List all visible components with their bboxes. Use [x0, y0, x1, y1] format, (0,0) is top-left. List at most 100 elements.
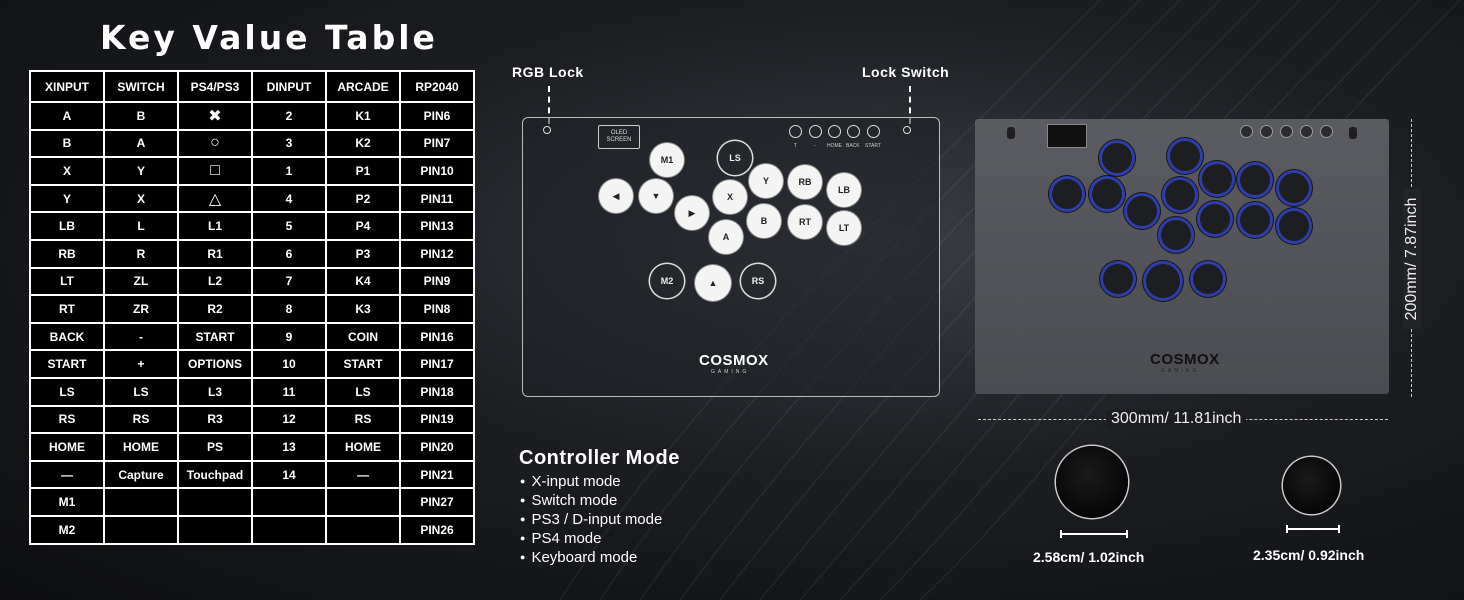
- table-cell: -: [103, 321, 179, 352]
- button-up: ▲: [695, 265, 731, 301]
- table-cell: 11: [251, 376, 327, 407]
- table-cell: 3: [251, 128, 327, 159]
- mode-item: Keyboard mode: [520, 549, 662, 568]
- table-cell: P3: [325, 238, 401, 269]
- top-label: BACK: [846, 143, 860, 149]
- table-cell: LS: [325, 376, 401, 407]
- column-header: XINPUT: [29, 70, 105, 103]
- top-button-home: [828, 125, 841, 138]
- table-cell: PIN6: [399, 101, 475, 131]
- table-cell: B: [103, 101, 179, 131]
- top-button-2: [809, 125, 822, 138]
- table-cell: START: [177, 321, 253, 352]
- table-cell: [177, 487, 253, 517]
- table-cell: M1: [29, 487, 105, 517]
- key-value-table: XINPUT SWITCH PS4/PS3 DINPUT ARCADE RP20…: [29, 70, 475, 545]
- table-cell: P1: [325, 156, 401, 186]
- table-cell: L2: [177, 266, 253, 297]
- photo-button-m2: [1103, 264, 1133, 294]
- photo-button-a: [1161, 220, 1191, 250]
- table-cell: X: [29, 156, 105, 186]
- table-cell: 10: [251, 349, 327, 379]
- lock-switch: [903, 126, 911, 134]
- table-cell: PIN7: [399, 128, 475, 159]
- small-button-size-label: 2.35cm/ 0.92inch: [1253, 547, 1365, 563]
- rgb-lock-switch: [543, 126, 551, 134]
- photo-button-lt: [1279, 211, 1309, 241]
- table-cell: PIN26: [399, 514, 475, 545]
- table-cell: LS: [103, 376, 179, 407]
- diagram-brand-sub: GAMING: [711, 369, 750, 375]
- photo-button-down: [1092, 179, 1122, 209]
- button-x: X: [713, 180, 747, 214]
- table-cell: PIN21: [399, 459, 475, 490]
- table-cell: PIN13: [399, 211, 475, 241]
- table-cell: PIN8: [399, 294, 475, 324]
- controller-mode-list: X-input mode Switch mode PS3 / D-input m…: [520, 473, 662, 568]
- photo-button-rt: [1240, 205, 1270, 235]
- top-button-start: [867, 125, 880, 138]
- table-cell: P2: [325, 183, 401, 214]
- table-cell: RB: [29, 238, 105, 269]
- table-cell: R1: [177, 238, 253, 269]
- column-header: PS4/PS3: [177, 70, 253, 103]
- table-cell: START: [325, 349, 401, 379]
- diagram-brand: COSMOX: [699, 352, 769, 369]
- button-a: A: [709, 220, 743, 254]
- table-cell: PIN11: [399, 183, 475, 214]
- table-cell: Y: [29, 183, 105, 214]
- table-cell: LB: [29, 211, 105, 241]
- table-cell: —: [29, 459, 105, 490]
- mode-item: X-input mode: [520, 473, 662, 492]
- large-button-size-label: 2.58cm/ 1.02inch: [1033, 549, 1145, 565]
- table-cell: ZR: [103, 294, 179, 324]
- table-cell: OPTIONS: [177, 349, 253, 379]
- column-header: ARCADE: [325, 70, 401, 103]
- photo-top-button: [1320, 125, 1333, 138]
- top-button-1: [789, 125, 802, 138]
- table-cell: X: [103, 183, 179, 214]
- table-cell: [325, 514, 401, 545]
- table-cell: PS: [177, 432, 253, 462]
- table-cell: HOME: [325, 432, 401, 462]
- table-cell: 9: [251, 321, 327, 352]
- height-dimension-label: 200mm/ 7.87inch: [1403, 189, 1421, 329]
- photo-top-button: [1240, 125, 1253, 138]
- photo-rgb-lock-switch: [1007, 127, 1015, 139]
- large-button-measure-bar: [1060, 530, 1128, 538]
- table-cell: PIN16: [399, 321, 475, 352]
- table-cell: ✖: [177, 101, 253, 131]
- width-dimension-label: 300mm/ 11.81inch: [1106, 410, 1247, 428]
- table-cell: PIN17: [399, 349, 475, 379]
- column-header: SWITCH: [103, 70, 179, 103]
- table-cell: PIN20: [399, 432, 475, 462]
- photo-button-m1: [1102, 143, 1132, 173]
- photo-brand: COSMOX: [1150, 351, 1220, 368]
- table-cell: ZL: [103, 266, 179, 297]
- table-cell: +: [103, 349, 179, 379]
- top-label: T: [794, 143, 798, 149]
- photo-top-button: [1300, 125, 1313, 138]
- table-cell: 12: [251, 404, 327, 435]
- mode-item: PS4 mode: [520, 530, 662, 549]
- photo-button-right: [1127, 196, 1157, 226]
- button-layout-diagram: OLED SCREEN T - HOME BACK START M1 LS ◀ …: [522, 117, 940, 397]
- button-rs: RS: [741, 264, 775, 298]
- lock-switch-label: Lock Switch: [862, 64, 950, 80]
- table-cell: PIN10: [399, 156, 475, 186]
- table-cell: RS: [325, 404, 401, 435]
- table-cell: 2: [251, 101, 327, 131]
- mode-item: Switch mode: [520, 492, 662, 511]
- table-cell: START: [29, 349, 105, 379]
- button-rb: RB: [788, 165, 822, 199]
- lock-switch-leader: [909, 86, 911, 124]
- top-label: -: [814, 143, 816, 149]
- top-button-back: [847, 125, 860, 138]
